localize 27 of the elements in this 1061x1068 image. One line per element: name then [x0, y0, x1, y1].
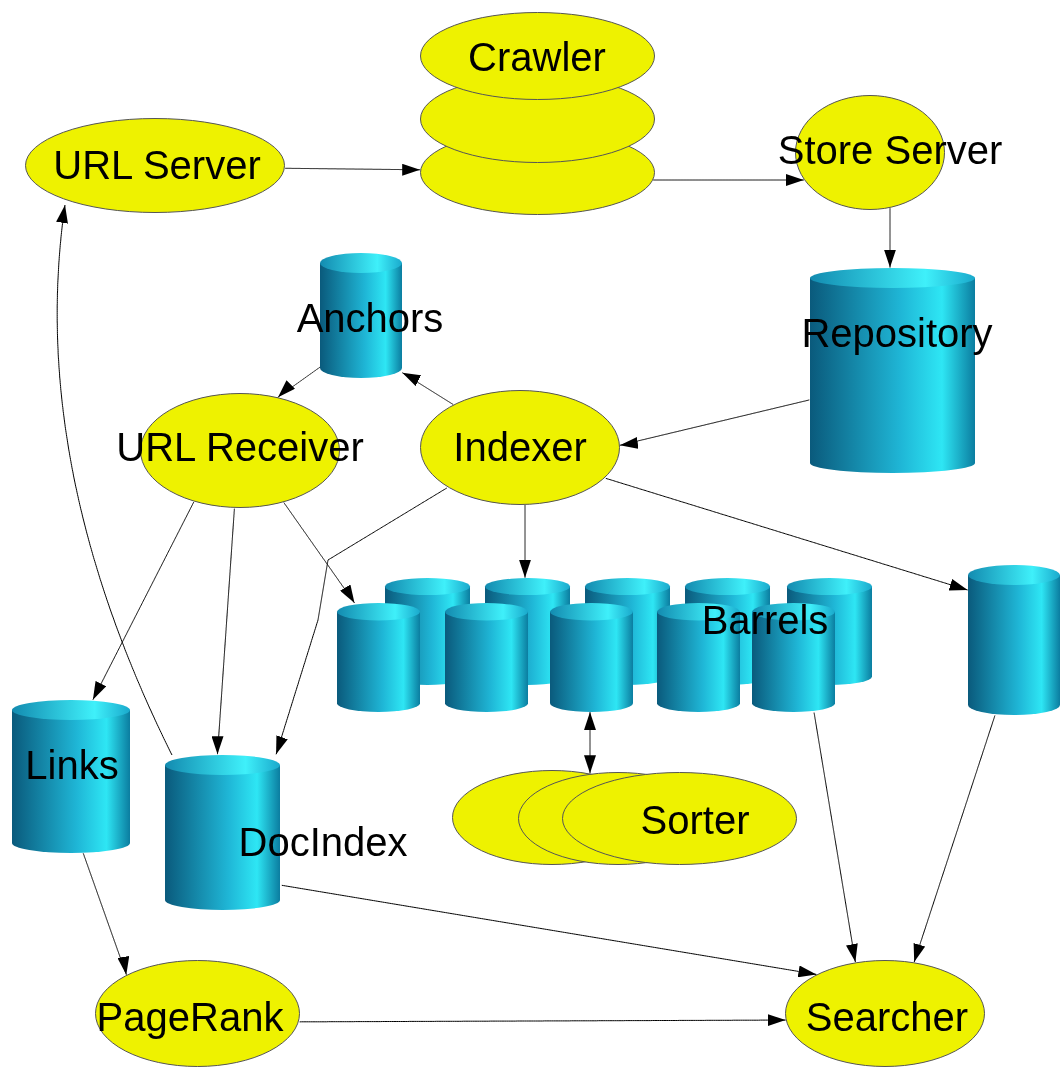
arrow	[813, 712, 858, 963]
arrow	[619, 399, 810, 449]
node-label: Sorter	[640, 800, 750, 840]
arrow	[913, 715, 996, 963]
arrow	[519, 504, 531, 579]
arrow	[283, 502, 355, 604]
node-label: Indexer	[453, 427, 587, 467]
node-label: Links	[25, 745, 119, 785]
arrow	[652, 174, 805, 186]
arrow	[299, 1014, 787, 1027]
arrow	[92, 501, 195, 701]
node-label: Barrels	[701, 600, 829, 640]
arrow	[211, 508, 235, 755]
arrow	[584, 711, 596, 774]
arrow	[82, 852, 130, 976]
node-label: PageRank	[96, 997, 284, 1037]
node-label: URL Server	[53, 145, 261, 185]
arrow	[277, 366, 321, 398]
arrow	[56, 204, 173, 756]
node-label: Searcher	[805, 997, 969, 1037]
arrow	[401, 372, 454, 405]
arrow	[884, 207, 896, 269]
arrow	[281, 884, 817, 978]
arrow	[284, 163, 421, 176]
arrow	[605, 477, 969, 591]
arrow	[275, 487, 448, 755]
node-label: Crawler	[468, 37, 606, 77]
